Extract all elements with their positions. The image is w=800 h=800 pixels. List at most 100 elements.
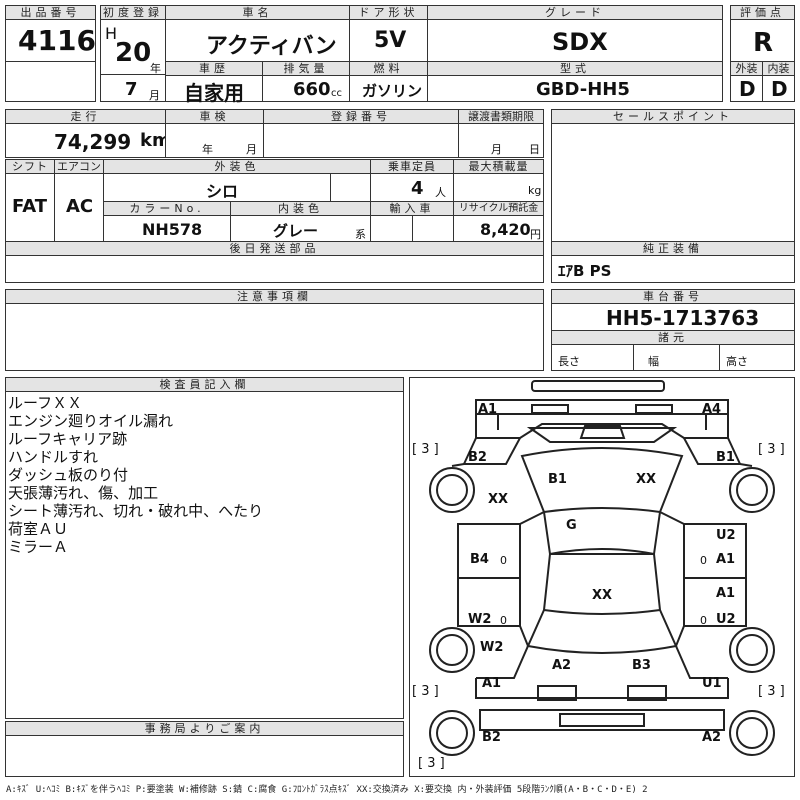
int-color-label: 内装色 <box>230 201 371 216</box>
inspector-note: シート薄汚れ、切れ・破れ中、へたり <box>8 502 264 520</box>
damage-mark: W2 <box>468 612 492 627</box>
lot-number: 4116 <box>18 24 96 57</box>
displacement: 660 <box>293 79 331 100</box>
damage-mark: W2 <box>480 640 504 655</box>
small-zero-mark: 0 <box>500 554 507 567</box>
damage-mark: A1 <box>478 402 498 417</box>
notes-label: 注意事項欄 <box>5 289 544 304</box>
history-box: 自家用 <box>165 75 263 105</box>
import-box-2 <box>412 215 454 242</box>
damage-mark: B2 <box>482 730 501 745</box>
damage-mark: B1 <box>548 472 567 487</box>
int-color: グレー <box>273 222 319 240</box>
spec-label: 諸元 <box>551 330 795 345</box>
fuel-box: ガソリン <box>349 75 428 102</box>
recycle-box: 8,420 円 <box>453 215 544 242</box>
damage-mark: U2 <box>716 612 736 627</box>
genuine-equipment: ｴｱB PS <box>558 262 612 280</box>
car-outline <box>429 380 775 756</box>
genuine-label: 純正装備 <box>551 241 795 256</box>
recycle-unit: 円 <box>530 228 541 241</box>
inspector-note: ルーフＸＸ <box>8 394 83 412</box>
load-unit: kg <box>528 184 542 197</box>
damage-mark: [ 3 ] <box>412 442 439 457</box>
inspection-label: 車検 <box>165 109 264 124</box>
model: GBD-HH5 <box>536 79 630 100</box>
displacement-label: 排気量 <box>262 61 350 76</box>
year-unit: 年 <box>150 62 161 75</box>
color-no: NH578 <box>142 220 203 239</box>
car-name-box: アクティバン <box>165 19 350 62</box>
damage-mark: A1 <box>716 586 736 601</box>
color-no-label: カラーNo. <box>103 201 231 216</box>
damage-mark: A1 <box>482 676 502 691</box>
mileage-label: 走行 <box>5 109 166 124</box>
reg-month: 7 <box>125 79 138 100</box>
length-box: 長さ <box>551 344 634 371</box>
ext-color: シロ <box>206 182 239 201</box>
reg-month-box: 7 月 <box>100 74 166 102</box>
damage-mark: [ 3 ] <box>418 756 445 771</box>
later-parts-box <box>5 255 544 283</box>
capacity: 4 <box>411 178 424 199</box>
load-label: 最大積載量 <box>453 159 544 174</box>
transfer-box: 月 日 <box>458 123 544 158</box>
interior-score: D <box>771 77 788 101</box>
damage-mark: XX <box>488 492 509 507</box>
grade-label: グレード <box>427 5 723 20</box>
small-zero-mark: 0 <box>700 614 707 627</box>
color-no-box: NH578 <box>103 215 231 242</box>
damage-mark: B3 <box>632 658 651 673</box>
ext-color-extra <box>330 173 371 202</box>
transfer-month: 月 <box>491 143 502 156</box>
damage-mark: B4 <box>470 552 489 567</box>
reg-no-label: 登録番号 <box>263 109 459 124</box>
inspector-note: ルーフキャリア跡 <box>8 430 128 448</box>
damage-mark: [ 3 ] <box>758 442 785 457</box>
transfer-label: 譲渡書類期限 <box>458 109 544 124</box>
notes-box <box>5 303 544 371</box>
capacity-box: 4 人 <box>370 173 454 202</box>
damage-mark: A1 <box>716 552 736 567</box>
fuel: ガソリン <box>362 82 423 100</box>
shift-label: シフト <box>5 159 55 174</box>
mileage-box: 74,299 km <box>5 123 171 158</box>
length-label: 長さ <box>558 355 580 368</box>
later-parts-label: 後日発送部品 <box>5 241 544 256</box>
reg-no-box <box>263 123 459 158</box>
inspector-note: エンジン廻りオイル漏れ <box>8 412 174 430</box>
ext-color-box: シロ <box>103 173 331 202</box>
small-zero-mark: 0 <box>500 614 507 627</box>
transfer-day: 日 <box>529 143 540 156</box>
lot-box: 4116 <box>5 19 96 62</box>
import-label: 輸入車 <box>370 201 454 216</box>
sales-point-box <box>551 123 795 242</box>
interior-label: 内装 <box>762 61 795 76</box>
shift: FAT <box>12 196 48 217</box>
sales-point-label: セールスポイント <box>551 109 795 124</box>
height-box: 高さ <box>719 344 795 371</box>
damage-mark: [ 3 ] <box>412 684 439 699</box>
chassis-number: HH5-1713763 <box>606 306 760 330</box>
inspector-note: 荷室ＡＵ <box>8 520 69 538</box>
int-color-box: グレー 系 <box>230 215 371 242</box>
month-unit: 月 <box>149 89 160 102</box>
ac: AC <box>66 196 94 217</box>
inspector-note: 天張薄汚れ、傷、加工 <box>8 484 159 502</box>
displacement-unit: cc <box>331 88 342 99</box>
insp-year-unit: 年 <box>202 143 213 156</box>
car-diagram: A1 A4 [ 3 ] [ 3 ] B2 B1 XX B1 XX G U2 B4… <box>409 377 795 777</box>
exterior-box: D <box>730 75 763 102</box>
exterior-label: 外装 <box>730 61 763 76</box>
history-label: 車歴 <box>165 61 263 76</box>
era: H <box>105 24 118 43</box>
mileage-unit: km <box>140 130 171 151</box>
inspector-box: ルーフＸＸ エンジン廻りオイル漏れ ルーフキャリア跡 ハンドルすれ ダッシュ板の… <box>5 391 404 719</box>
inspection-box: 年 月 <box>165 123 264 158</box>
inspector-note: ハンドルすれ <box>8 448 99 466</box>
ext-color-label: 外装色 <box>103 159 371 174</box>
car-name-label: 車名 <box>165 5 350 20</box>
damage-mark: XX <box>592 588 613 603</box>
score: R <box>753 28 774 58</box>
first-reg-label: 初度登録 <box>100 5 166 20</box>
